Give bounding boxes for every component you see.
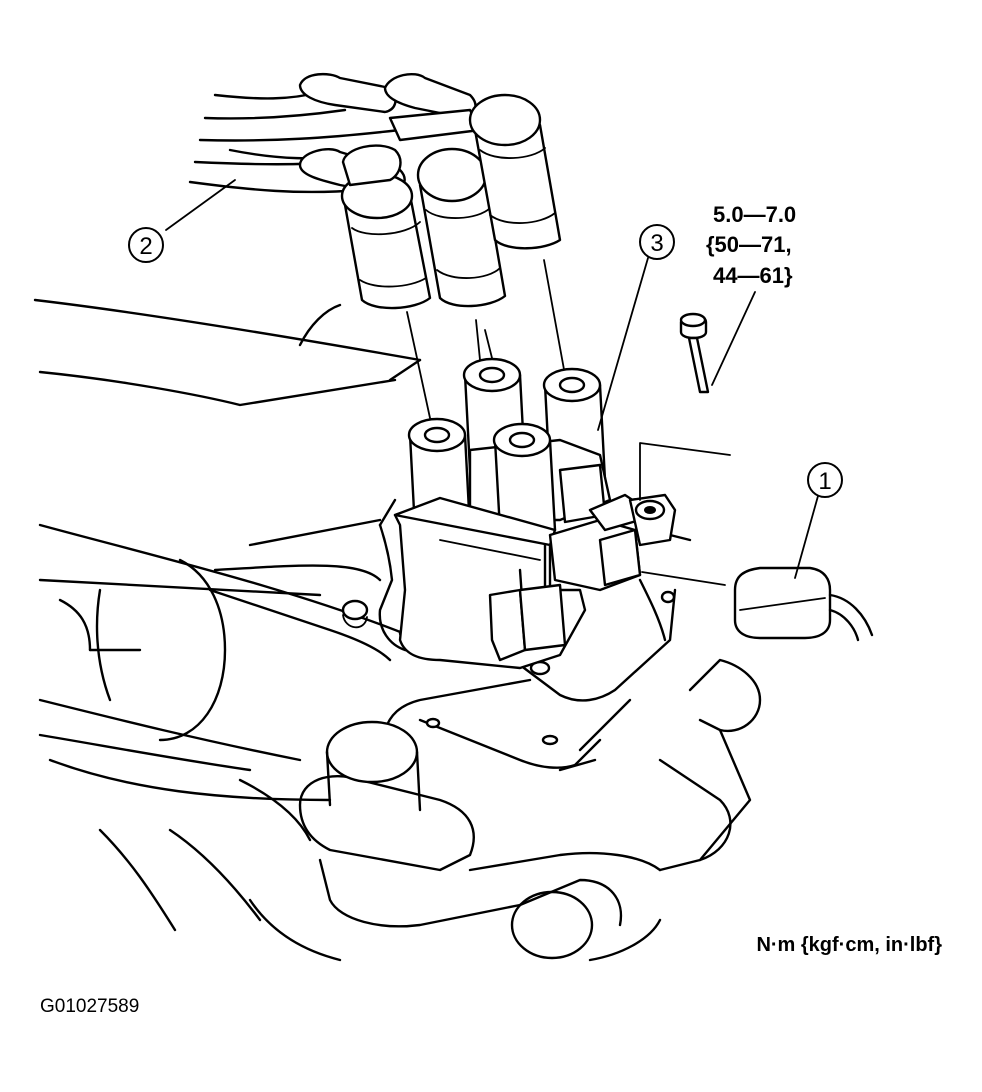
torque-spec-line-1: 5.0—7.0 xyxy=(713,202,796,227)
plug-boot-left xyxy=(340,144,432,310)
callout-leaders xyxy=(165,179,819,579)
callout-1: 1 xyxy=(807,462,843,498)
callout-2-label: 2 xyxy=(139,233,152,260)
torque-spec-line-3: 44—61} xyxy=(713,263,793,288)
callout-2: 2 xyxy=(128,227,164,263)
torque-spec: 5.0—7.0 {50—71, 44—61} xyxy=(706,202,796,288)
mounting-bolt xyxy=(639,312,731,501)
callout-1-label: 1 xyxy=(818,468,831,495)
plug-boot-middle xyxy=(416,147,507,308)
plug-boot-right xyxy=(468,93,562,250)
engine-housing-outline xyxy=(33,298,422,932)
units-note: N·m {kgf·cm, in·lbf} xyxy=(756,934,942,956)
callout-3: 3 xyxy=(639,224,675,260)
lower-pipe-assembly xyxy=(238,658,762,962)
figure-id: G01027589 xyxy=(40,996,139,1017)
ignition-coil xyxy=(393,357,677,670)
connector-plug xyxy=(641,566,874,642)
callout-3-label: 3 xyxy=(650,230,663,257)
torque-spec-line-2: {50—71, xyxy=(706,232,792,257)
